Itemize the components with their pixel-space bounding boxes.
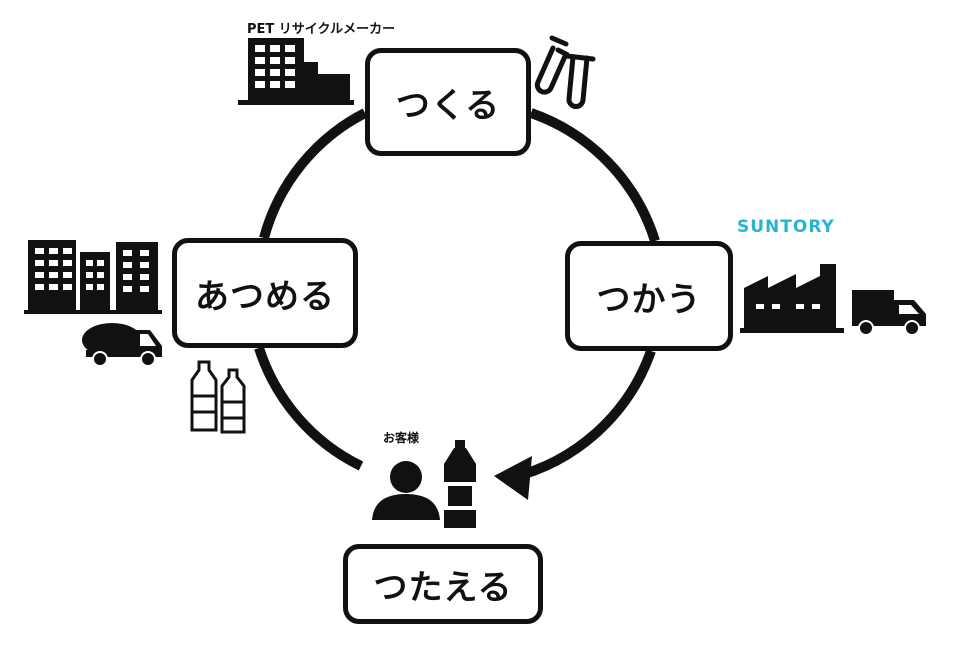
arc-tsukau-to-tsutaeru (508, 349, 656, 483)
node-tsutaeru: つたえる (343, 544, 543, 624)
suntory-logo-text: SUNTORY (737, 217, 835, 237)
node-tsukau: つかう (565, 241, 733, 351)
customer-label: お客様 (383, 431, 420, 445)
delivery-truck-icon (852, 290, 926, 336)
customer-person-icon (372, 461, 440, 520)
test-tubes-icon (534, 35, 596, 109)
garbage-truck-icon (82, 323, 162, 367)
arc-tsukuru-to-tsukau (529, 108, 660, 243)
arc-tsutaeru-to-atsumeru (254, 346, 364, 471)
drink-bottle-icon (444, 440, 476, 528)
arc-atsumeru-to-tsukuru (259, 108, 368, 240)
pet-bottles-icon (190, 360, 246, 434)
factory-icon (740, 264, 844, 333)
cycle-ring (254, 108, 660, 483)
office-building-icon (238, 38, 354, 105)
cycle-arrowhead (494, 456, 532, 500)
apartment-buildings-icon (24, 240, 162, 314)
pet-recycle-maker-label: PET リサイクルメーカー (247, 22, 396, 37)
node-atsumeru: あつめる (172, 238, 358, 348)
node-tsukuru: つくる (365, 48, 531, 156)
